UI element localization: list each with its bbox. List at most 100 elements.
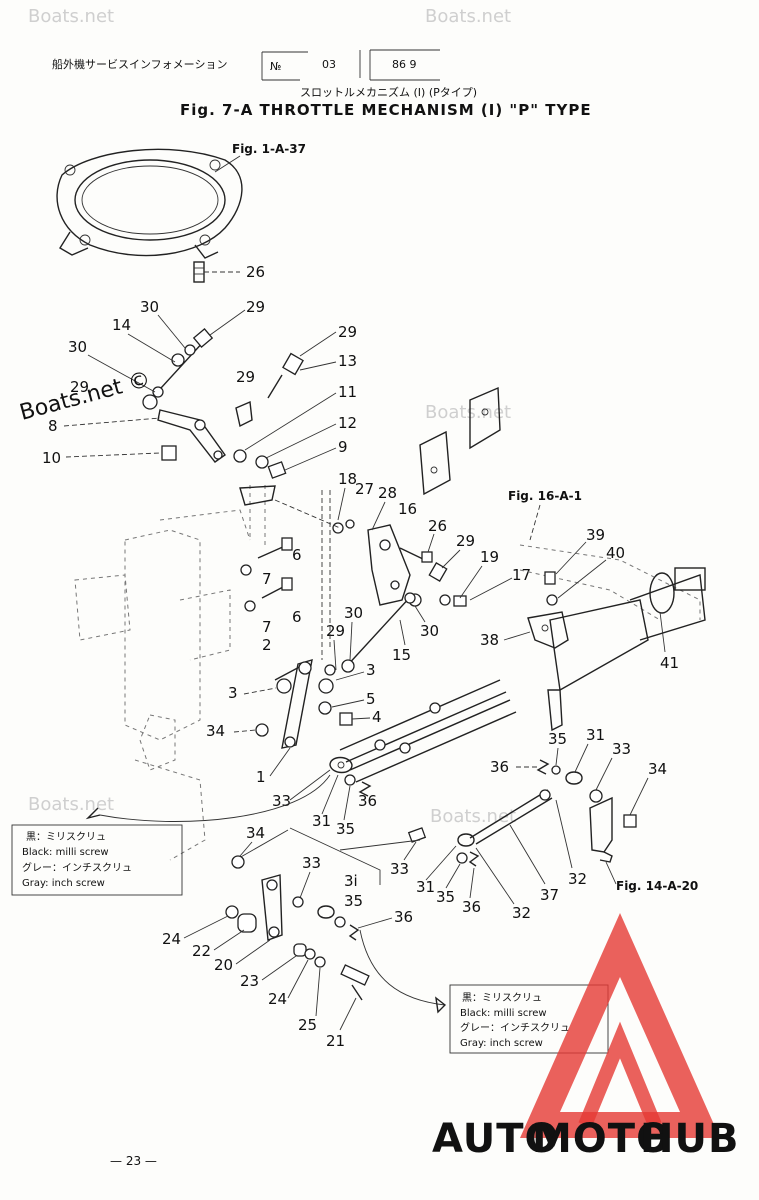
- header-no-label: №: [270, 60, 281, 73]
- part-6-bolt-upper: [257, 537, 293, 559]
- callout-34: 34: [206, 722, 225, 740]
- callout-30: 30: [140, 298, 159, 316]
- callout-37: 37: [540, 886, 559, 904]
- callout-29: 29: [338, 323, 357, 341]
- title-jp-subtitle: スロットルメカニズム (I) (Pタイプ): [300, 85, 477, 99]
- part-20-lever: [261, 874, 283, 941]
- callout-35: 35: [344, 892, 363, 910]
- callout-35: 35: [548, 730, 567, 748]
- arrow-head: [85, 807, 101, 820]
- callout-35: 35: [436, 888, 455, 906]
- watermark: Boats.net: [430, 806, 516, 827]
- legend-gray: Gray: inch screw: [22, 878, 105, 889]
- callout-33: 33: [612, 740, 631, 758]
- part-14a20-lever: [589, 796, 613, 863]
- callout-21: 21: [326, 1032, 345, 1050]
- callout-8: 8: [48, 417, 58, 435]
- legend-pointer-left: [99, 774, 331, 822]
- callout-31: 31: [416, 878, 435, 896]
- callout-11: 11: [338, 383, 357, 401]
- callout-24: 24: [162, 930, 181, 948]
- callout-32: 32: [512, 904, 531, 922]
- callout-40: 40: [606, 544, 625, 562]
- callout-29: 29: [326, 622, 345, 640]
- automotohub-logo: [519, 912, 721, 1138]
- watermark: Boats.net: [425, 6, 511, 27]
- ref-fig-16-a-1: Fig. 16-A-1: [508, 489, 582, 503]
- callout-36: 36: [394, 908, 413, 926]
- callout-34: 34: [246, 824, 265, 842]
- callout-17: 17: [512, 566, 531, 584]
- logo-text-auto: AUTO: [432, 1116, 560, 1162]
- callout-30: 30: [68, 338, 87, 356]
- header-date: 86 9: [392, 58, 417, 71]
- part-28-bracket: [367, 524, 411, 606]
- header-number-box: [261, 49, 440, 81]
- logo-text-hub: HUB: [640, 1116, 739, 1162]
- callout-7: 7: [262, 618, 272, 636]
- callout-36: 36: [462, 898, 481, 916]
- callout-14: 14: [112, 316, 131, 334]
- part-31-cable-end-lower: [456, 833, 480, 867]
- callout-36: 36: [358, 792, 377, 810]
- callout-31: 31: [586, 726, 605, 744]
- logo-text-moto: MOTO: [532, 1116, 671, 1162]
- callout-9: 9: [338, 438, 348, 456]
- callout-2: 2: [262, 636, 272, 654]
- header-jp-service-info: 船外機サービスインフォメーション: [52, 57, 227, 71]
- legend-jp-black: 黒：ミリスクリュ: [26, 831, 106, 843]
- ref-fig-14-a-20: Fig. 14-A-20: [616, 879, 698, 893]
- part-31-cable-end: [329, 756, 353, 774]
- callout-4: 4: [372, 708, 382, 726]
- callout-29: 29: [236, 368, 255, 386]
- callout-30: 30: [420, 622, 439, 640]
- boats-net-watermark: Boats.net ©: [17, 367, 153, 426]
- callout-3: 3: [366, 661, 376, 679]
- callout-15: 15: [392, 646, 411, 664]
- callout-10: 10: [42, 449, 61, 467]
- callout-1: 1: [256, 768, 266, 786]
- callout-16: 16: [398, 500, 417, 518]
- part-9-bolt: [267, 461, 287, 479]
- callout-34: 34: [648, 760, 667, 778]
- callout-33: 33: [302, 854, 321, 872]
- page-title: Fig. 7-A THROTTLE MECHANISM (I) "P" TYPE: [180, 101, 592, 119]
- upper-link-rod: [142, 327, 214, 410]
- watermark: Boats.net: [28, 794, 114, 815]
- page-number: — 23 —: [110, 1154, 157, 1168]
- legend-jp-gray: グレー：インチスクリュ: [460, 1021, 570, 1034]
- callout-38: 38: [480, 631, 499, 649]
- callout-24: 24: [268, 990, 287, 1008]
- part-29-clip: [235, 400, 253, 428]
- callout-41: 41: [660, 654, 679, 672]
- callout-6: 6: [292, 608, 302, 626]
- watermark: Boats.net: [425, 402, 511, 423]
- legend-box-right: [449, 984, 609, 1054]
- callout-26: 26: [246, 263, 265, 281]
- callout-3: 3: [228, 684, 238, 702]
- callout-26: 26: [428, 517, 447, 535]
- callout-25: 25: [298, 1016, 317, 1034]
- callout-19: 19: [480, 548, 499, 566]
- legend-black: Black: milli screw: [460, 1008, 547, 1019]
- part-40-washer: [546, 594, 558, 606]
- part-33-lower-right: [407, 827, 427, 843]
- legend-gray: Gray: inch screw: [460, 1038, 543, 1049]
- arrow-head: [435, 996, 447, 1014]
- callout-32: 32: [568, 870, 587, 888]
- callout-7: 7: [262, 570, 272, 588]
- legend-jp-black: 黒：ミリスクリュ: [462, 992, 542, 1004]
- callout-39: 39: [586, 526, 605, 544]
- callout-28: 28: [378, 484, 397, 502]
- callout-5: 5: [366, 690, 376, 708]
- callout-12: 12: [338, 414, 357, 432]
- part-34-screw: [255, 723, 269, 737]
- part-41-control-housing: [519, 544, 706, 732]
- callout-18: 18: [338, 470, 357, 488]
- callout-6: 6: [292, 546, 302, 564]
- callout-35: 35: [336, 820, 355, 838]
- part-13-screw: [267, 352, 304, 399]
- legend-pointer-right: [359, 929, 446, 1006]
- part-16-bracket: [419, 386, 501, 496]
